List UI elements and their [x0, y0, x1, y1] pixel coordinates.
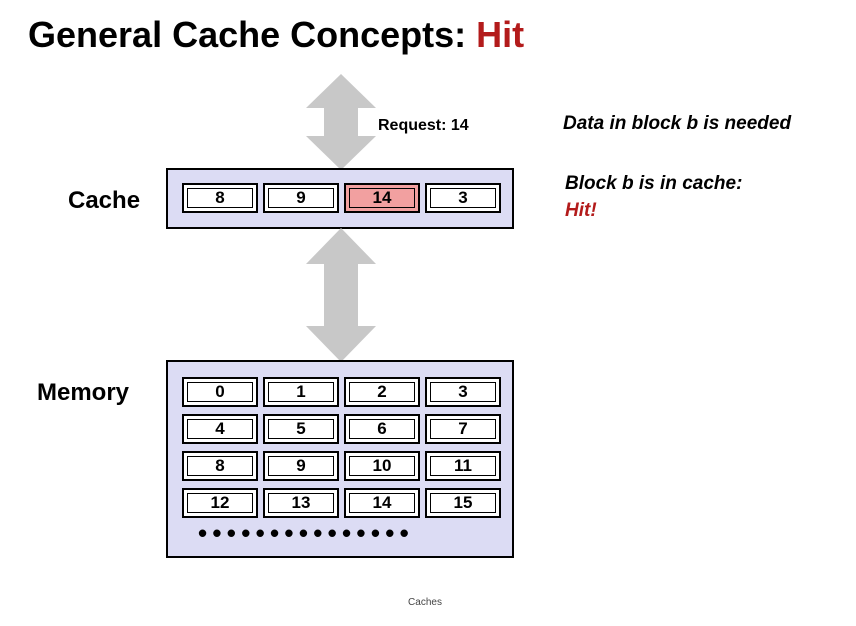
cache-block: 3 [425, 183, 501, 213]
memory-label: Memory [37, 379, 130, 406]
memory-block: 1 [263, 377, 339, 407]
cache-block: 9 [263, 183, 339, 213]
cache-block: 8 [182, 183, 258, 213]
memory-continuation-dots: ••••••••••••••• [198, 518, 415, 548]
request-arrow-shape [306, 74, 376, 170]
memory-block: 0 [182, 377, 258, 407]
memory-block: 9 [263, 451, 339, 481]
memory-block: 8 [182, 451, 258, 481]
note-block-in-cache: Block b is in cache: [565, 173, 743, 194]
memory-block: 4 [182, 414, 258, 444]
memory-block: 6 [344, 414, 420, 444]
note-data-needed: Data in block b is needed [563, 113, 792, 134]
cache-memory-arrow [306, 228, 376, 362]
request-label: Request: 14 [378, 117, 469, 134]
memory-block: 11 [425, 451, 501, 481]
memory-block: 14 [344, 488, 420, 518]
cache-memory-arrow-shape [306, 228, 376, 362]
title-main: General Cache Concepts: [28, 14, 477, 55]
note-hit: Hit! [565, 200, 597, 221]
memory-block: 12 [182, 488, 258, 518]
request-arrow [306, 74, 376, 170]
memory-block: 7 [425, 414, 501, 444]
memory-block: 2 [344, 377, 420, 407]
slide-title: General Cache Concepts: Hit [28, 14, 524, 56]
slide-footer: Caches [408, 597, 442, 608]
cache-label: Cache [68, 187, 141, 214]
memory-block: 13 [263, 488, 339, 518]
memory-block: 3 [425, 377, 501, 407]
memory-block: 15 [425, 488, 501, 518]
title-highlight: Hit [476, 14, 525, 55]
cache-block: 14 [344, 183, 420, 213]
memory-block: 5 [263, 414, 339, 444]
memory-block: 10 [344, 451, 420, 481]
